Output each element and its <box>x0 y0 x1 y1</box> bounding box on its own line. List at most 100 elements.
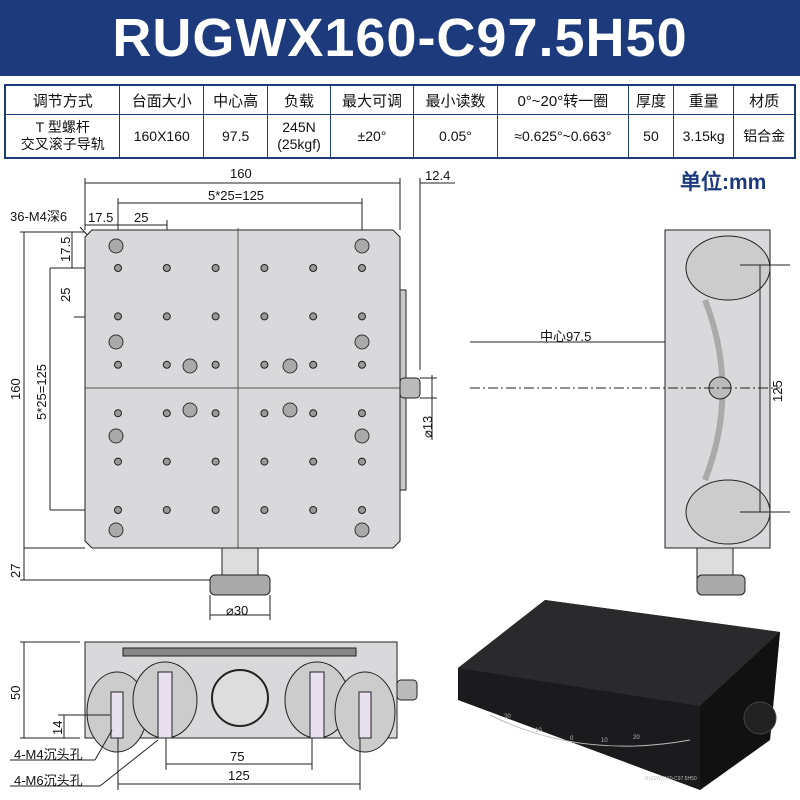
counterbore-hole-icon <box>182 402 198 418</box>
m4-hole-icon <box>211 264 220 272</box>
m4-hole-icon <box>358 506 366 514</box>
photo-scale-mark: 10 <box>535 728 542 734</box>
dim-offset-right: 12.4 <box>425 168 451 183</box>
dim-step-x: 25 <box>134 210 149 225</box>
spec-value-row: T 型螺杆交叉滚子导轨 160X160 97.5 245N(25kgf) ±20… <box>4 114 796 159</box>
dim-step-y: 25 <box>58 287 73 302</box>
dim-pitch-v: 5*25=125 <box>34 363 49 420</box>
photo-scale-mark: 10 <box>601 738 608 744</box>
m4-hole-icon <box>114 312 122 321</box>
counterbore-hole-icon <box>108 522 124 538</box>
m4-hole-icon <box>260 312 269 321</box>
dim-pitch-h: 5*25=125 <box>208 188 265 203</box>
value-cell: ±20° <box>329 114 415 159</box>
m6-note: 4-M6沉头孔 <box>14 773 83 788</box>
counterbore-hole-icon <box>282 358 298 374</box>
counterbore-hole-icon <box>354 238 370 254</box>
spec-table: 调节方式 台面大小 中心高 负载 最大可调 最小读数 0°~20°转一圈 厚度 … <box>4 84 796 159</box>
m4-hole-icon <box>162 360 171 369</box>
photo-model-engraving: RUGWX160-C97.5H50 <box>645 776 697 782</box>
front-view <box>10 641 418 790</box>
m4-hole-icon <box>260 360 269 369</box>
header-cell: 调节方式 <box>4 84 121 115</box>
value-cell: T 型螺杆交叉滚子导轨 <box>4 114 121 159</box>
m4-hole-icon <box>114 506 122 514</box>
product-photo <box>458 600 780 790</box>
m4-hole-icon <box>211 409 220 418</box>
dim-rail-span: 125 <box>770 380 785 402</box>
dim-inner-span: 75 <box>230 749 245 764</box>
dim-height: 160 <box>8 378 23 400</box>
m4-hole-icon <box>162 506 171 514</box>
m4-hole-icon <box>309 506 318 514</box>
m4-hole-icon <box>211 312 220 321</box>
dim-width: 160 <box>230 166 252 181</box>
value-cell: 0.05° <box>413 114 498 159</box>
counterbore-hole-icon <box>108 238 124 254</box>
header-cell: 重量 <box>672 84 735 115</box>
value-line: 245N <box>282 119 316 135</box>
m4-hole-icon <box>162 457 171 466</box>
value-cell: 245N(25kgf) <box>267 114 331 159</box>
m4-hole-icon <box>162 264 171 272</box>
spec-header-row: 调节方式 台面大小 中心高 负载 最大可调 最小读数 0°~20°转一圈 厚度 … <box>4 84 796 115</box>
photo-scale-mark: 20 <box>633 735 640 741</box>
top-view <box>20 178 455 620</box>
m4-hole-icon <box>358 409 366 418</box>
photo-scale-mark: 0 <box>570 736 574 742</box>
m4-hole-icon <box>114 457 122 466</box>
value-cell: 97.5 <box>203 114 269 159</box>
counterbore-hole-icon <box>354 522 370 538</box>
value-cell: ≈0.625°~0.663° <box>496 114 629 159</box>
dim-front-height: 50 <box>8 685 23 700</box>
m4-hole-icon <box>309 264 318 272</box>
counterbore-hole-icon <box>182 358 198 374</box>
value-line: (25kgf) <box>277 136 321 152</box>
counterbore-hole-icon <box>282 402 298 418</box>
value-cell: 50 <box>627 114 674 159</box>
counterbore-hole-icon <box>354 334 370 350</box>
m4-hole-icon <box>309 360 318 369</box>
m4-hole-icon <box>260 264 269 272</box>
m4-hole-icon <box>211 360 220 369</box>
m4-hole-icon <box>114 409 122 418</box>
dim-outer-span: 125 <box>228 768 250 783</box>
value-line: T 型螺杆 <box>35 119 90 135</box>
dim-counterbore: 14 <box>50 720 65 735</box>
side-view <box>470 229 790 596</box>
dim-stem-dia: ⌀30 <box>226 603 249 618</box>
m4-hole-icon <box>309 312 318 321</box>
m4-hole-icon <box>358 264 366 272</box>
m4-hole-icon <box>358 457 366 466</box>
m4-hole-icon <box>260 409 269 418</box>
m4-hole-icon <box>162 312 171 321</box>
header-cell: 材质 <box>733 84 796 115</box>
m4-hole-icon <box>260 506 269 514</box>
hole-note: 36-M4深6 <box>10 209 68 224</box>
value-line: 交叉滚子导轨 <box>20 136 105 152</box>
counterbore-hole-icon <box>108 428 124 444</box>
m4-hole-icon <box>114 360 122 369</box>
m4-hole-icon <box>114 264 122 272</box>
m4-hole-icon <box>309 409 318 418</box>
header-cell: 最大可调 <box>329 84 415 115</box>
m4-hole-icon <box>211 506 220 514</box>
m4-hole-icon <box>358 312 366 321</box>
header-cell: 厚度 <box>627 84 674 115</box>
counterbore-hole-icon <box>108 334 124 350</box>
dim-edge-x: 17.5 <box>88 210 114 225</box>
dim-knob-dia: ⌀13 <box>420 415 435 438</box>
photo-scale-mark: 20 <box>504 714 511 720</box>
counterbore-hole-icon <box>354 428 370 444</box>
m4-hole-icon <box>162 409 171 418</box>
m4-hole-icon <box>358 360 366 369</box>
m4-hole-icon <box>211 457 220 466</box>
dim-stem: 27 <box>8 563 23 578</box>
unit-label: 单位:mm <box>680 171 767 194</box>
m4-hole-icon <box>309 457 318 466</box>
product-title: RUGWX160-C97.5H50 <box>0 0 800 76</box>
header-cell: 0°~20°转一圈 <box>496 84 629 115</box>
dim-edge-y: 17.5 <box>58 236 73 262</box>
